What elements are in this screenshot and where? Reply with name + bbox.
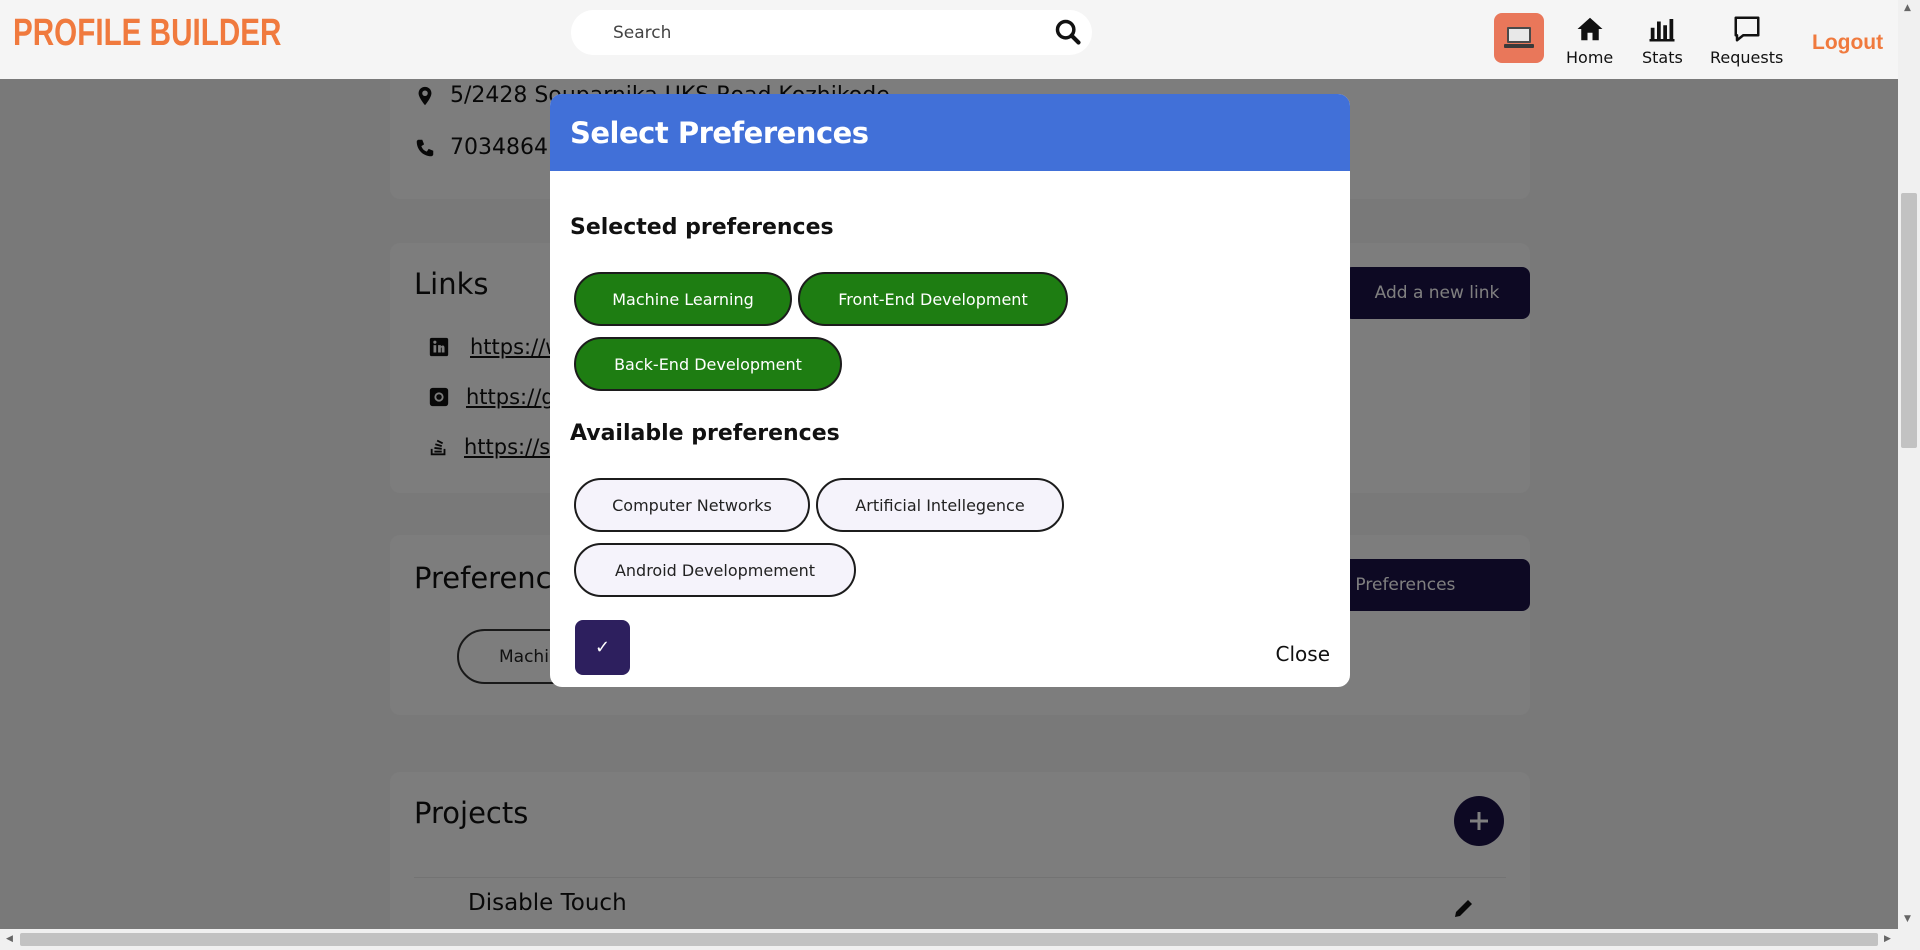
vertical-scroll-thumb[interactable] [1901, 193, 1917, 448]
available-pref-artificial-intellegence[interactable]: Artificial Intellegence [816, 478, 1064, 532]
close-button[interactable]: Close [1275, 642, 1330, 666]
nav-home-label: Home [1566, 48, 1614, 67]
search-icon[interactable] [1054, 18, 1082, 46]
selected-pref-front-end-development[interactable]: Front-End Development [798, 272, 1068, 326]
nav-stats[interactable]: Stats [1642, 14, 1683, 67]
horizontal-scrollbar[interactable]: ◀ ▶ [0, 929, 1898, 950]
selected-pref-machine-learning[interactable]: Machine Learning [574, 272, 792, 326]
navbar: PROFILE BUILDER Home Stats [0, 0, 1898, 79]
nav-home[interactable]: Home [1566, 14, 1613, 67]
selected-preferences-title: Selected preferences [570, 215, 834, 240]
scroll-right-arrow-icon[interactable]: ▶ [1884, 934, 1891, 944]
chat-bubble-icon [1734, 16, 1760, 42]
nav-requests-label: Requests [1710, 48, 1784, 67]
selected-pref-back-end-development[interactable]: Back-End Development [574, 337, 842, 391]
select-preferences-modal: Select Preferences Selected preferences … [550, 94, 1350, 687]
confirm-button[interactable]: ✓ [575, 620, 630, 675]
modal-title: Select Preferences [570, 115, 869, 150]
laptop-icon [1504, 27, 1534, 48]
brand-logo[interactable]: PROFILE BUILDER [13, 12, 282, 54]
nav-requests[interactable]: Requests [1710, 14, 1783, 67]
scroll-up-arrow-icon[interactable]: ▲ [1904, 3, 1911, 13]
logout-link[interactable]: Logout [1812, 31, 1884, 54]
available-preferences-title: Available preferences [570, 421, 840, 446]
home-icon [1577, 17, 1603, 41]
horizontal-scroll-thumb[interactable] [20, 933, 1878, 946]
nav-stats-label: Stats [1642, 48, 1683, 67]
vertical-scrollbar[interactable]: ▲ ▼ [1898, 0, 1920, 929]
modal-header: Select Preferences [550, 94, 1350, 171]
avatar[interactable] [1494, 13, 1544, 63]
scroll-left-arrow-icon[interactable]: ◀ [6, 934, 13, 944]
bar-chart-icon [1649, 19, 1675, 42]
scroll-down-arrow-icon[interactable]: ▼ [1904, 914, 1911, 924]
search-input[interactable] [613, 10, 1013, 55]
available-pref-android-developmement[interactable]: Android Developmement [574, 543, 856, 597]
search-bar [571, 10, 1092, 55]
available-pref-computer-networks[interactable]: Computer Networks [574, 478, 810, 532]
scrollbar-corner [1898, 929, 1920, 950]
